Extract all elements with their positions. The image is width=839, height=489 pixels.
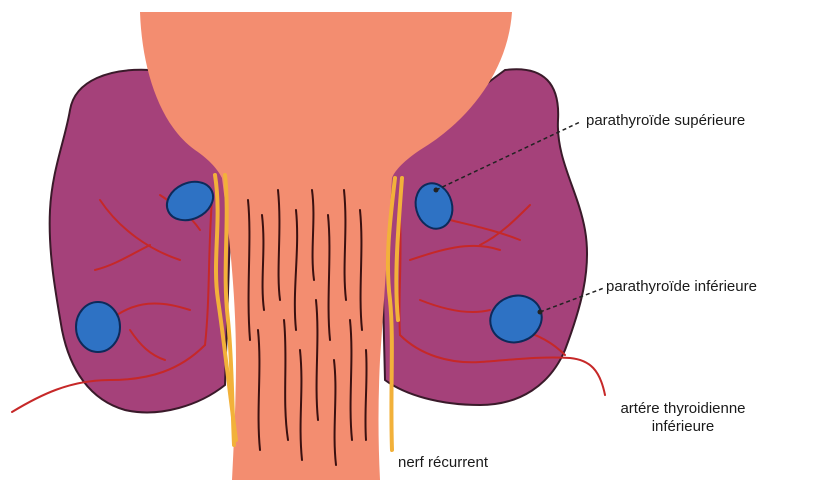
- label-nerf-recurrent: nerf récurrent: [398, 454, 488, 472]
- leader-dot-inferior: [538, 310, 543, 315]
- label-parathyroide-superieure: parathyroïde supérieure: [586, 112, 745, 130]
- label-artere-line1: artére thyroidienne: [598, 400, 768, 418]
- parathyroid-left-inferior: [76, 302, 120, 352]
- label-parathyroide-inferieure: parathyroïde inférieure: [606, 278, 757, 296]
- label-artere-thyroidienne: artére thyroidienne inférieure: [598, 400, 768, 436]
- label-artere-line2: inférieure: [598, 418, 768, 436]
- leader-dot-superior: [434, 188, 439, 193]
